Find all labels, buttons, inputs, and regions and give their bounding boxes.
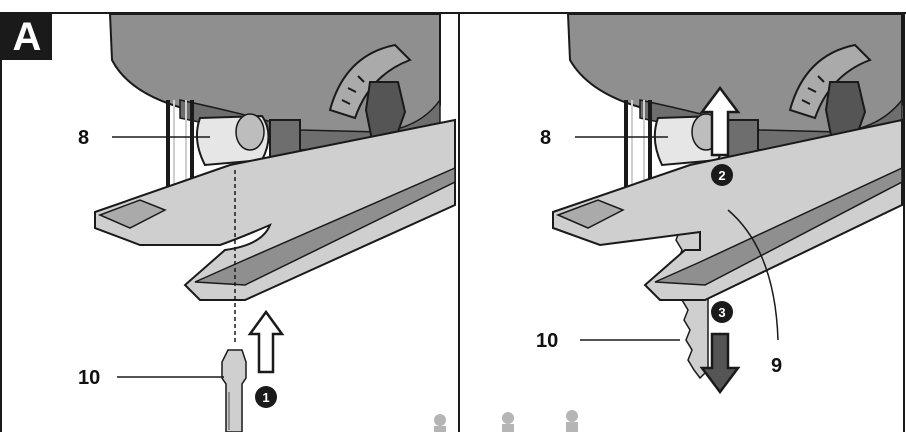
step-1-marker: 1 bbox=[255, 386, 277, 408]
left-panel: 1 8 10 bbox=[78, 13, 456, 432]
step-2-label: 2 bbox=[718, 168, 725, 183]
up-arrow-icon bbox=[699, 85, 741, 157]
figure-badge: A bbox=[2, 14, 52, 60]
step-3-label: 3 bbox=[718, 305, 725, 320]
step-2-marker: 2 bbox=[711, 164, 733, 186]
callout-10-left: 10 bbox=[78, 367, 100, 389]
base-plate-left bbox=[94, 118, 456, 301]
up-arrow-icon bbox=[247, 309, 285, 374]
base-plate-right bbox=[552, 118, 903, 301]
right-panel: 2 3 8 10 9 bbox=[536, 13, 903, 395]
step-1-label: 1 bbox=[262, 390, 269, 405]
callout-8-right: 8 bbox=[540, 127, 551, 149]
callout-9-right: 9 bbox=[771, 355, 782, 377]
callout-8-left: 8 bbox=[78, 127, 89, 149]
background-silhouettes bbox=[434, 410, 578, 432]
step-3-marker: 3 bbox=[711, 301, 733, 323]
callout-line-9-right bbox=[727, 209, 779, 341]
saw-blade-left bbox=[221, 349, 247, 432]
down-arrow-icon bbox=[699, 332, 741, 395]
stroke-dial-right bbox=[788, 43, 872, 141]
callout-10-right: 10 bbox=[536, 330, 558, 352]
